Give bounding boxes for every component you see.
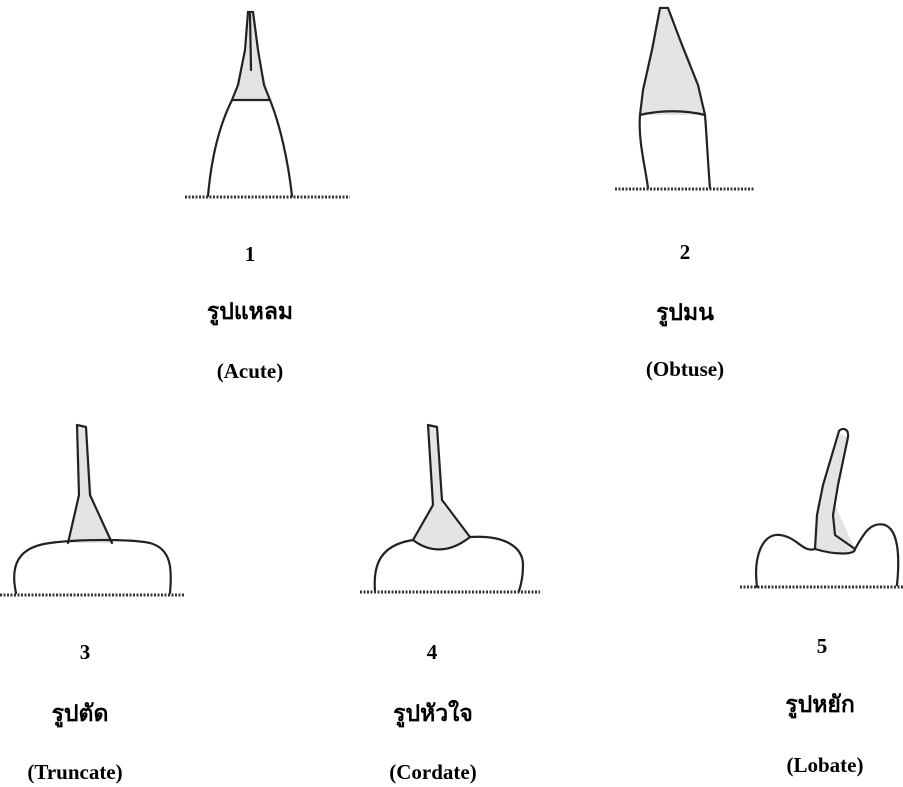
item-5-number: 5 bbox=[802, 634, 842, 659]
figure-truncate bbox=[0, 415, 185, 605]
item-4-number: 4 bbox=[412, 640, 452, 665]
item-5-english-label: (Lobate) bbox=[755, 753, 895, 778]
item-4-thai-label: รูปหัวใจ bbox=[358, 696, 508, 732]
item-1-english-label: (Acute) bbox=[180, 359, 320, 384]
item-1-thai-label: รูปแหลม bbox=[180, 294, 320, 330]
item-3-number: 3 bbox=[65, 640, 105, 665]
truncate-leaf-base-drawing bbox=[0, 415, 185, 605]
acute-leaf-base-drawing bbox=[170, 0, 360, 205]
obtuse-leaf-base-drawing bbox=[610, 0, 770, 200]
item-5-thai-label: รูปหยัก bbox=[750, 687, 890, 723]
item-4-english-label: (Cordate) bbox=[358, 760, 508, 785]
item-1-number: 1 bbox=[230, 242, 270, 267]
figure-lobate bbox=[735, 415, 903, 605]
item-2-number: 2 bbox=[665, 240, 705, 265]
item-2-thai-label: รูปมน bbox=[615, 295, 755, 331]
item-2-english-label: (Obtuse) bbox=[615, 357, 755, 382]
item-3-thai-label: รูปตัด bbox=[10, 696, 150, 732]
figure-cordate bbox=[345, 415, 545, 605]
lobate-leaf-base-drawing bbox=[735, 415, 903, 605]
figure-acute bbox=[170, 0, 360, 205]
cordate-leaf-base-drawing bbox=[345, 415, 545, 605]
item-3-english-label: (Truncate) bbox=[0, 760, 150, 785]
figure-obtuse bbox=[610, 0, 770, 200]
